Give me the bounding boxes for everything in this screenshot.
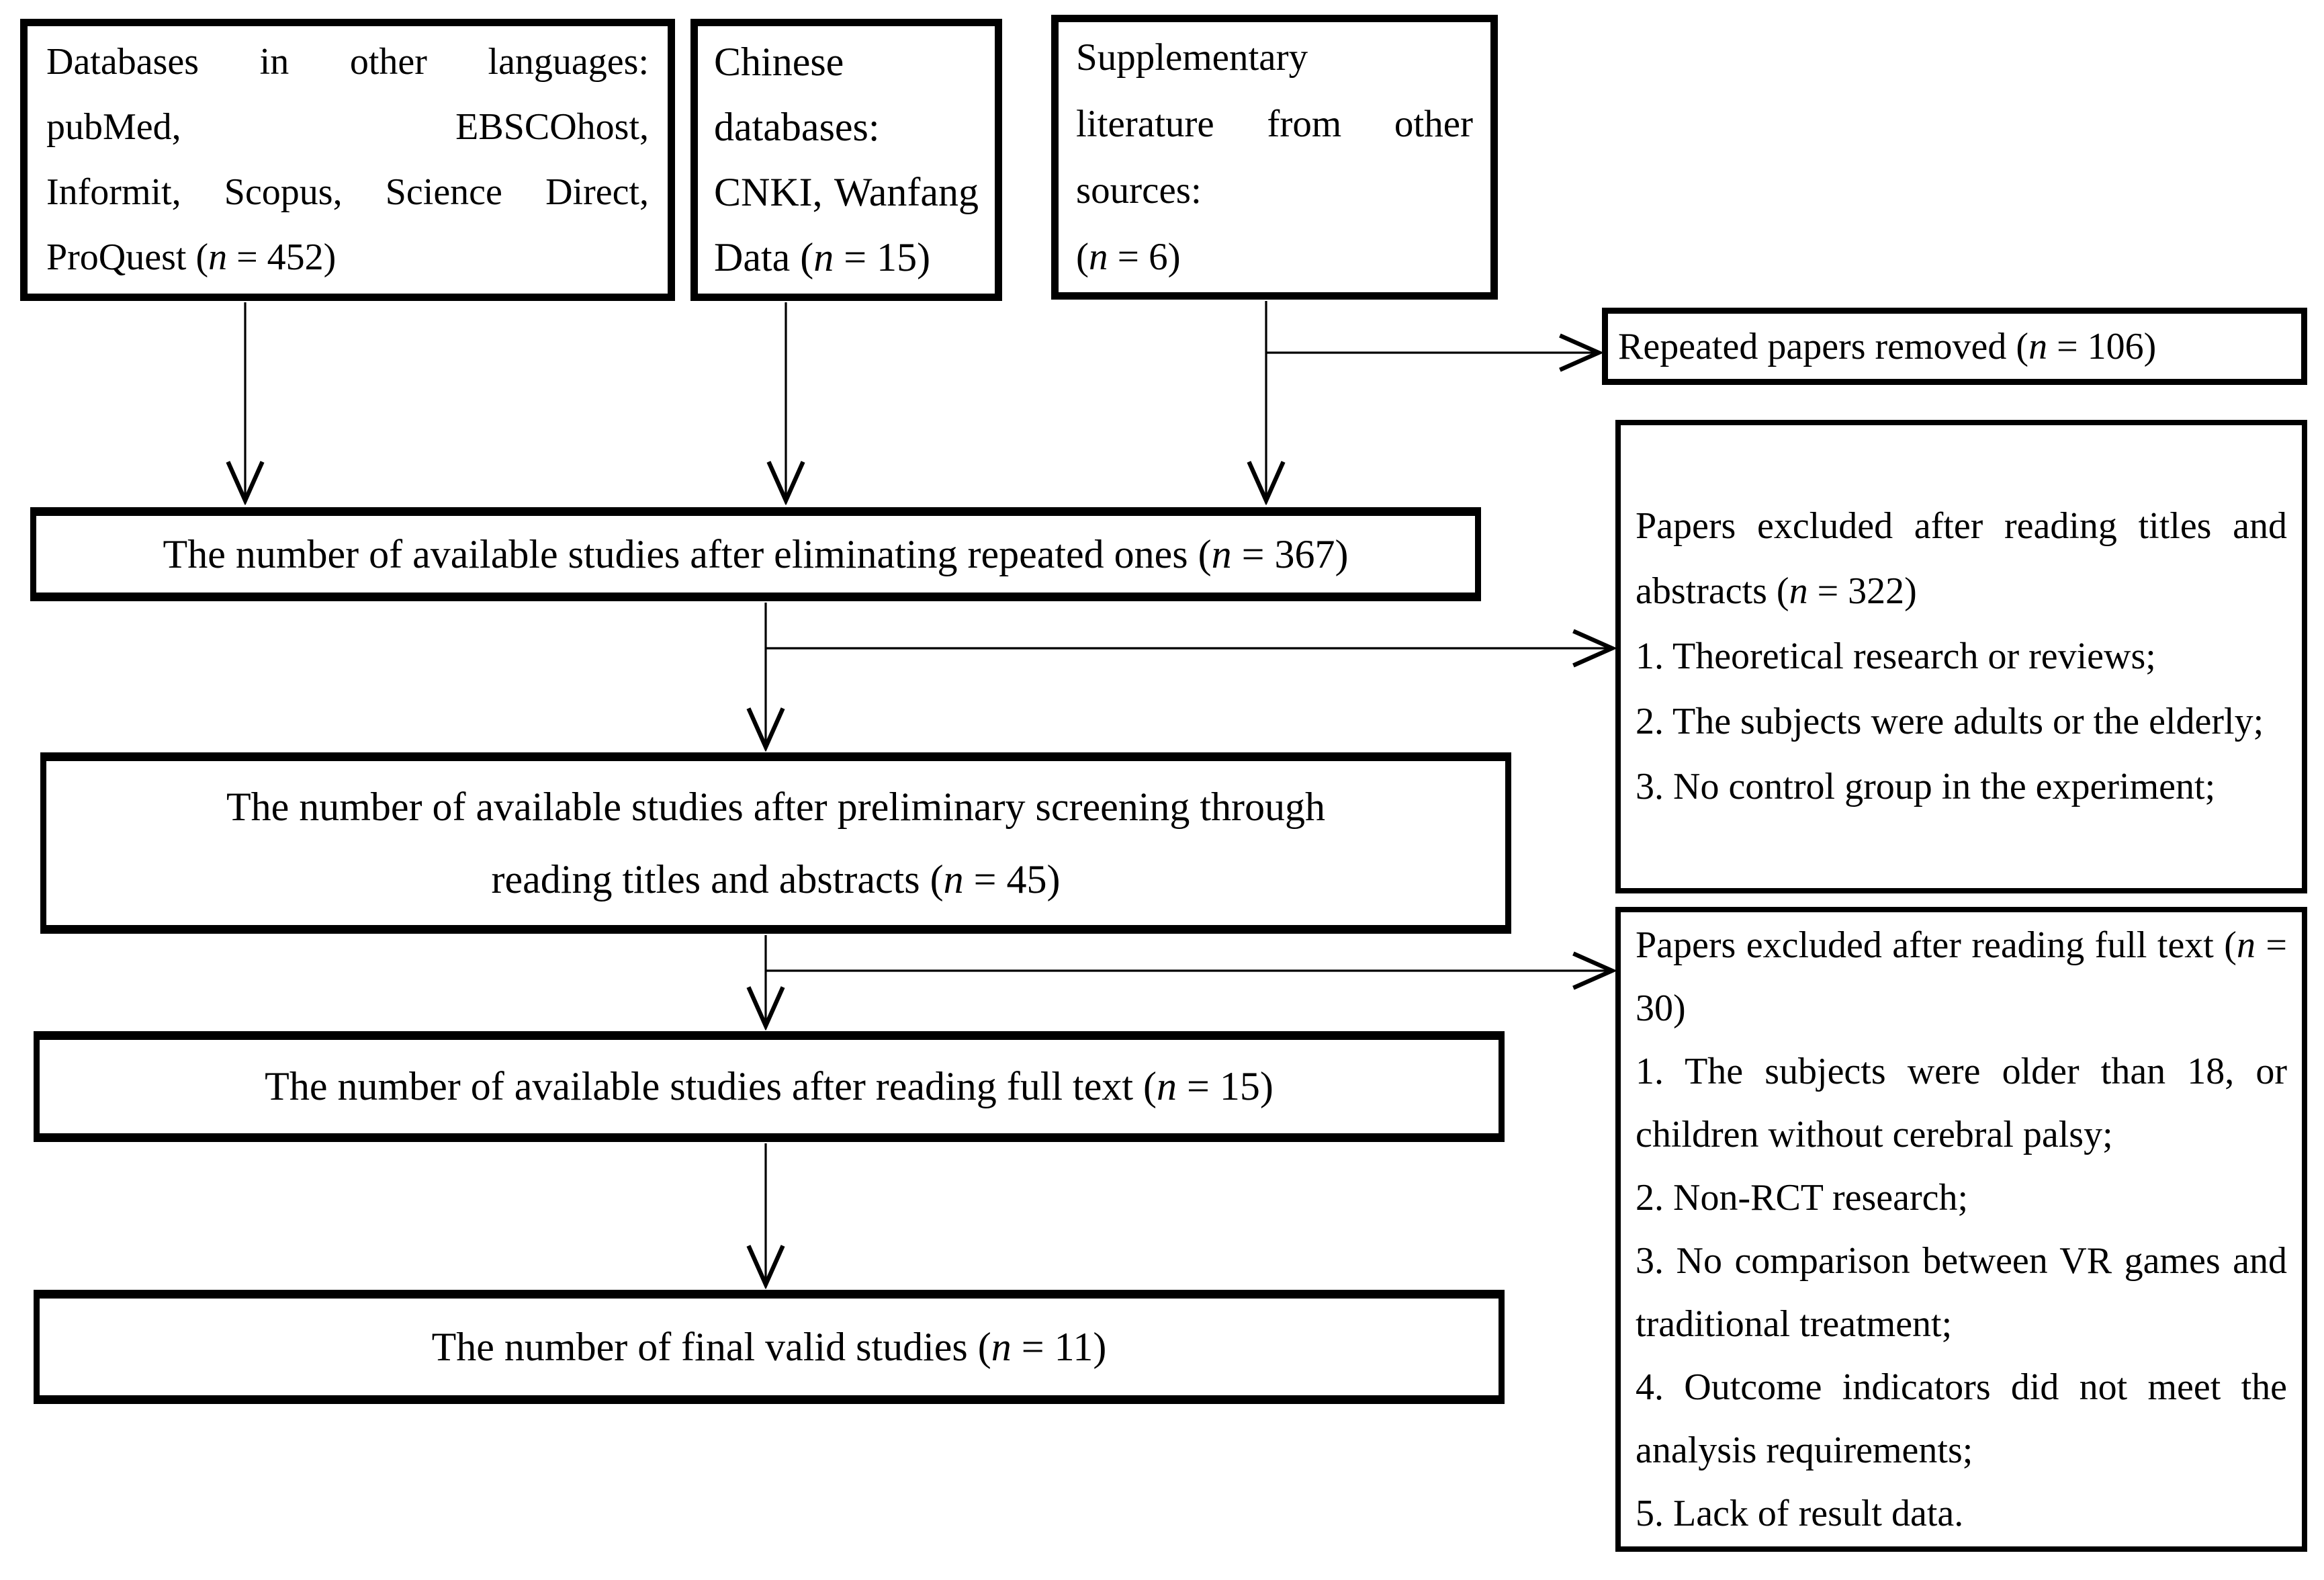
count-text: The number of available studies after el…	[163, 531, 1212, 576]
box-chinese-databases: Chinese databases: CNKI, Wanfang Data (n…	[690, 19, 1002, 301]
count-text: = 6)	[1108, 236, 1181, 278]
box-text-line: literature from other	[1076, 103, 1473, 145]
box-text-line: CNKI, Wanfang	[714, 170, 979, 214]
box-text-line: Informit, Scopus, Science Direct,	[46, 171, 649, 213]
box-studies-after-full-text: The number of available studies after re…	[34, 1031, 1505, 1142]
box-text-line: Supplementary	[1076, 36, 1308, 79]
box-repeated-papers-removed: Repeated papers removed (n = 106)	[1602, 308, 2307, 385]
n-variable: n	[991, 1324, 1012, 1369]
count-text: = 367)	[1231, 531, 1349, 576]
box-text-line: Repeated papers removed (n = 106)	[1618, 325, 2156, 368]
box-text-line: Databases in other languages:	[46, 41, 649, 83]
n-variable: n	[2028, 325, 2048, 367]
count-text: = 15)	[834, 235, 931, 279]
count-text: Papers excluded after reading full text …	[1636, 924, 2237, 966]
box-supplementary-literature: Supplementary literature from other sour…	[1051, 15, 1498, 300]
count-text: = 45)	[963, 857, 1061, 902]
box-text-line: databases:	[714, 105, 880, 149]
n-variable: n	[943, 857, 964, 902]
box-studies-after-title-abstract-screening: The number of available studies after pr…	[40, 752, 1511, 934]
box-text-line: pubMed, EBSCOhost,	[46, 106, 649, 148]
box-text-line: sources:	[1076, 169, 1202, 212]
count-text: reading titles and abstracts (	[491, 857, 944, 902]
box-final-valid-studies: The number of final valid studies (n = 1…	[34, 1290, 1505, 1404]
exclusion-reason: 4. Outcome indicators did not meet the a…	[1636, 1366, 2287, 1471]
box-text-line: Chinese	[714, 40, 844, 84]
count-text: = 322)	[1807, 570, 1917, 612]
n-variable: n	[813, 235, 834, 279]
box-text-line: The number of final valid studies (n = 1…	[40, 1324, 1499, 1370]
exclusion-reason: 5. Lack of result data.	[1636, 1493, 1964, 1534]
count-text: The number of final valid studies (	[431, 1324, 991, 1369]
n-variable: n	[208, 236, 228, 278]
box-studies-after-dedup: The number of available studies after el…	[30, 507, 1481, 601]
count-text: Repeated papers removed (	[1618, 325, 2029, 367]
box-databases-other-languages: Databases in other languages: pubMed, EB…	[20, 19, 675, 301]
exclusion-heading: Papers excluded after reading titles and…	[1636, 494, 2287, 624]
n-variable: n	[1088, 236, 1108, 278]
box-text-line: ProQuest (n = 452)	[46, 225, 649, 290]
count-text: = 11)	[1011, 1324, 1107, 1369]
exclusion-reason: 1. The subjects were older than 18, or c…	[1636, 1051, 2287, 1155]
box-excluded-after-full-text: Papers excluded after reading full text …	[1615, 907, 2307, 1552]
count-text: = 30)	[1636, 924, 2287, 1029]
exclusion-heading: Papers excluded after reading full text …	[1636, 914, 2287, 1040]
exclusion-reason: 3. No control group in the experiment;	[1636, 766, 2216, 807]
box-text-line: The number of available studies after re…	[40, 1063, 1499, 1110]
count-text: = 15)	[1177, 1064, 1273, 1108]
count-text: The number of available studies after re…	[265, 1064, 1157, 1108]
n-variable: n	[1157, 1064, 1177, 1108]
count-text: Papers excluded after reading titles and…	[1636, 505, 2287, 612]
box-excluded-after-titles-abstracts: Papers excluded after reading titles and…	[1615, 420, 2307, 893]
count-text: Data (	[714, 235, 814, 279]
count-text: = 452)	[227, 236, 337, 278]
box-text-line: Data (n = 15)	[714, 225, 979, 290]
n-variable: n	[1789, 570, 1808, 612]
count-text: = 106)	[2047, 325, 2157, 367]
exclusion-reason: 3. No comparison between VR games and tr…	[1636, 1240, 2287, 1345]
box-text-line: The number of available studies after el…	[36, 531, 1475, 578]
box-text-line: The number of available studies after pr…	[226, 785, 1326, 829]
box-text-line: reading titles and abstracts (n = 45)	[46, 843, 1505, 916]
exclusion-reason: 2. The subjects were adults or the elder…	[1636, 701, 2264, 742]
exclusion-reason: 2. Non-RCT research;	[1636, 1177, 1969, 1219]
n-variable: n	[1211, 531, 1232, 576]
n-variable: n	[2236, 924, 2255, 966]
box-text-line: (n = 6)	[1076, 224, 1473, 290]
exclusion-reason: 1. Theoretical research or reviews;	[1636, 635, 2156, 677]
count-text: (	[1076, 236, 1089, 278]
count-text: ProQuest (	[46, 236, 209, 278]
